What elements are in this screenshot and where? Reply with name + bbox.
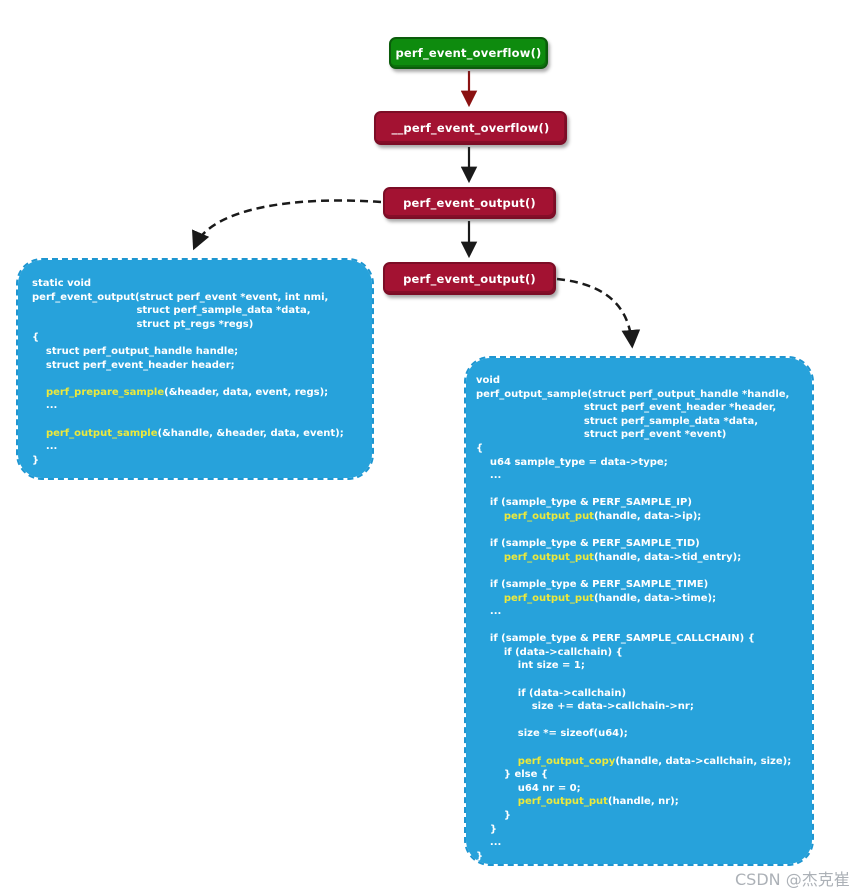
- watermark: CSDN @杰克崔: [735, 870, 850, 889]
- node-perf-event-output-2: perf_event_output(): [383, 262, 556, 295]
- node-label: perf_event_overflow(): [395, 46, 542, 60]
- edge-output2-to-right-code: [556, 277, 641, 349]
- node-underscore-perf-event-overflow: __perf_event_overflow(): [374, 111, 567, 145]
- node-perf-event-overflow: perf_event_overflow(): [389, 37, 548, 69]
- node-perf-event-output-1: perf_event_output(): [383, 187, 556, 219]
- node-label: __perf_event_overflow(): [391, 121, 550, 135]
- edge-output1-to-left-code: [192, 199, 382, 251]
- node-label: perf_event_output(): [403, 271, 536, 286]
- node-label: perf_event_output(): [403, 196, 536, 210]
